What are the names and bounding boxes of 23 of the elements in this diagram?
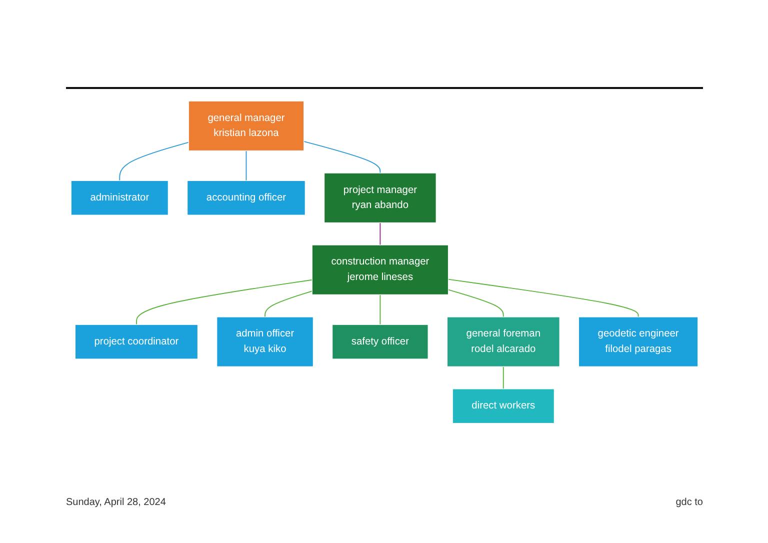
connector (448, 289, 504, 318)
connector (502, 366, 504, 390)
node-box: geodetic engineer filodel paragas (578, 316, 698, 367)
connector (380, 222, 381, 246)
node-box: accounting officer (186, 180, 306, 216)
node-box: project coordinator (74, 324, 198, 360)
node-box: admin officer kuya kiko (216, 316, 314, 367)
connector (303, 140, 381, 174)
date-text: Sunday, April 28, 2024 (66, 497, 166, 508)
connector (136, 279, 313, 326)
node-box: project manager ryan abando (324, 172, 436, 224)
connector (246, 150, 247, 182)
node-box: construction manager jerome lineses (312, 244, 449, 295)
node-box: direct workers (452, 388, 555, 424)
connector (119, 142, 190, 182)
node-box: general foreman rodel alcarado (446, 316, 560, 367)
node-box: administrator (70, 180, 168, 216)
footer-text: gdc to (676, 497, 703, 508)
connector (264, 290, 313, 318)
connector (380, 294, 381, 326)
node-box: safety officer (332, 324, 428, 360)
node-box: general manager kristian lazona (188, 100, 304, 152)
connector (448, 278, 639, 318)
